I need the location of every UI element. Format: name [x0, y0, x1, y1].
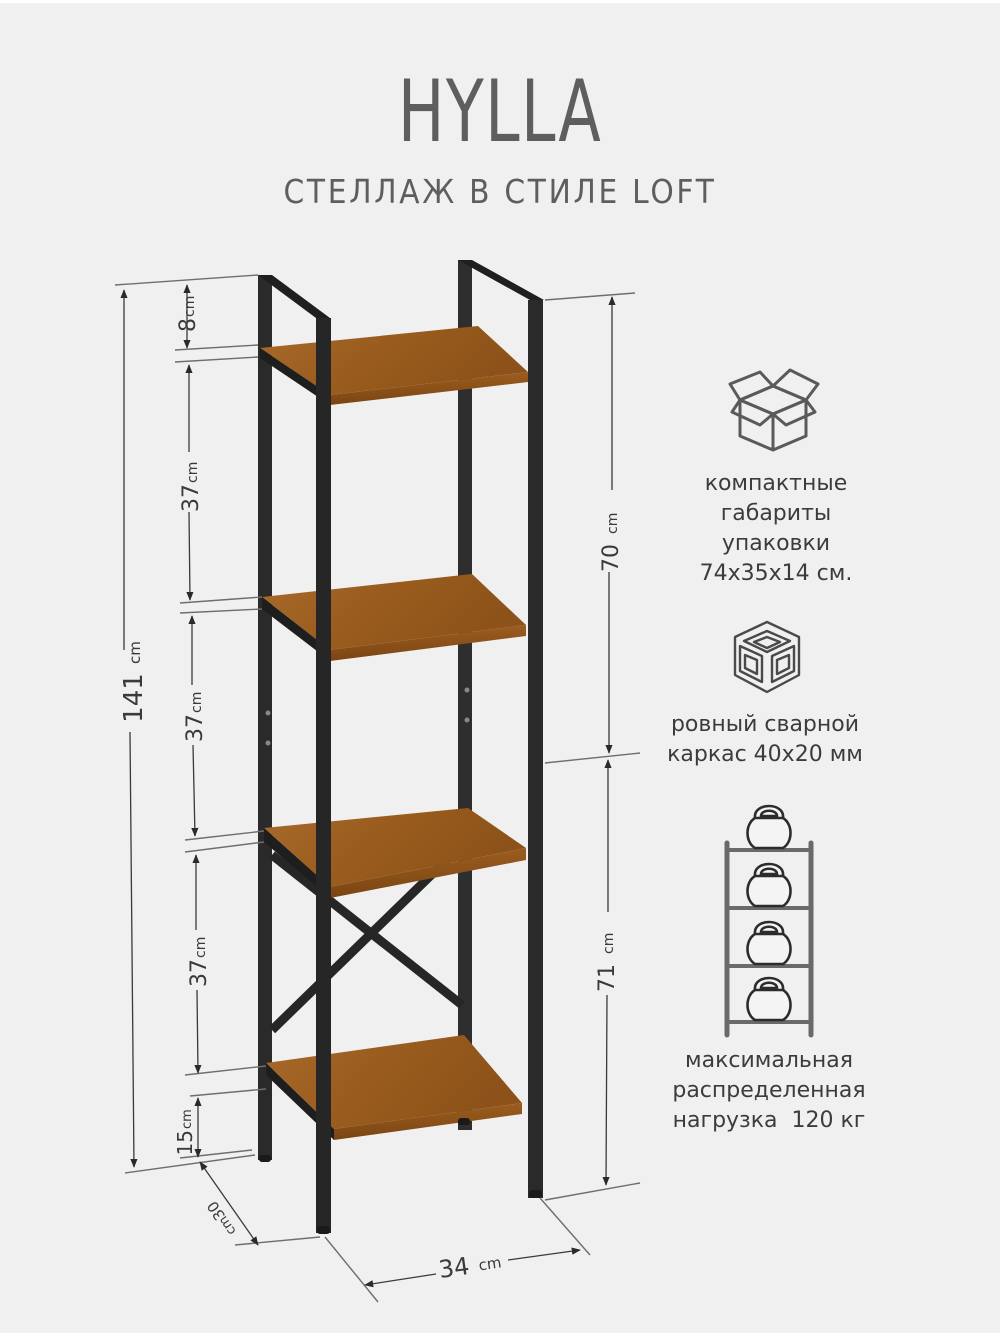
svg-text:70: 70 — [599, 544, 624, 572]
product-title: HYLLA — [397, 62, 603, 162]
front-right-post — [528, 300, 543, 1198]
back-left-post — [258, 275, 272, 1160]
welded-frame-cube-icon — [733, 620, 801, 694]
shelf-board-4 — [266, 1035, 522, 1140]
svg-text:cm: cm — [182, 296, 198, 317]
product-subtitle: СТЕЛЛАЖ В СТИЛЕ LOFT — [283, 172, 717, 211]
svg-text:cm: cm — [185, 462, 201, 483]
kettlebell-icon — [746, 976, 792, 1022]
svg-text:cm: cm — [193, 937, 209, 958]
svg-text:37: 37 — [187, 959, 212, 987]
svg-text:37: 37 — [179, 484, 204, 512]
total-height-value: 141 — [119, 673, 149, 723]
feature-load-caption: максимальная распределенная нагрузка 120… — [672, 1048, 866, 1133]
width-unit: cm — [477, 1253, 502, 1274]
svg-text:37: 37 — [183, 714, 208, 742]
svg-text:15: 15 — [173, 1130, 197, 1155]
svg-text:cm: cm — [189, 692, 205, 713]
svg-text:71: 71 — [595, 964, 620, 992]
top-strip — [0, 0, 1000, 3]
shelf-unit — [258, 260, 544, 1234]
shelf-board-1 — [260, 326, 528, 405]
kettlebell-icon — [746, 862, 792, 908]
top-left-rail — [258, 275, 330, 318]
open-box-icon — [728, 368, 820, 452]
svg-text:cm: cm — [601, 933, 617, 954]
dimension-arrows — [120, 284, 616, 1288]
top-right-rail — [458, 260, 544, 300]
back-right-post — [458, 260, 472, 1130]
feature-frame-caption: ровный сварной каркас 40x20 мм — [667, 712, 863, 767]
width-value: 34 — [437, 1252, 471, 1284]
svg-text:cm: cm — [605, 513, 621, 534]
x-brace-a — [269, 851, 465, 1009]
feature-packaging-caption: компактные габариты упаковки 74x35x14 см… — [699, 471, 853, 586]
kettlebell-shelf-icon — [724, 804, 814, 1038]
total-height-unit: cm — [126, 641, 144, 664]
kettlebell-icon — [746, 920, 792, 966]
kettlebell-icon — [746, 804, 792, 850]
shelf-board-2 — [262, 574, 526, 661]
dimension-labels: 141 cm 8 cm 37 cm 37 cm 37 cm 15 cm 30 c… — [119, 296, 624, 1284]
svg-text:8: 8 — [176, 318, 201, 332]
dimension-lines — [114, 274, 641, 1303]
front-left-post — [316, 318, 331, 1233]
svg-text:cm: cm — [180, 1109, 195, 1129]
